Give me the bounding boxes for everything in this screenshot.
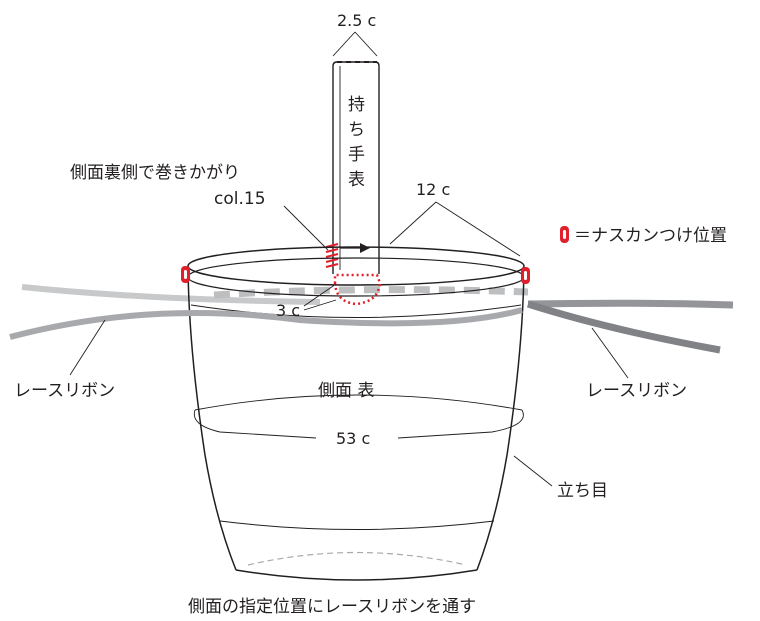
whipstitch-label-2: col.15 xyxy=(214,189,266,209)
handle-text-2: ち xyxy=(348,120,365,140)
ribbon-right-front xyxy=(527,299,734,309)
handle-text-1: 持 xyxy=(348,95,365,115)
ribbon-left-leader xyxy=(69,319,106,376)
handle xyxy=(332,61,380,274)
circumference-front xyxy=(193,409,317,439)
arrow-head xyxy=(360,243,370,253)
handle-overlap-label: 3 c xyxy=(276,301,300,320)
whipstitch-label-1: 側面裏側で巻きかがり xyxy=(70,162,240,183)
ribbon-right-leader xyxy=(591,327,629,379)
handle-width-label: 2.5 c xyxy=(337,11,376,30)
handle-width-leader xyxy=(354,31,378,57)
handle-overlap-leader xyxy=(303,283,337,307)
ribbon-left-label: レースリボン xyxy=(14,381,115,401)
rim-spacing-leader xyxy=(435,201,521,257)
ribbon-right-label: レースリボン xyxy=(586,381,687,401)
whipstitch-leader xyxy=(283,205,329,251)
row-line-1 xyxy=(190,304,522,318)
circumference-back xyxy=(194,394,523,411)
ribbon-dashed-inside xyxy=(213,286,529,299)
ribbon-right-front-2 xyxy=(526,300,721,354)
circumference-front xyxy=(397,409,524,439)
standing-row-label: 立ち目 xyxy=(557,481,608,501)
handle-width-leader xyxy=(332,31,356,57)
snap-hook-marker-left-inner xyxy=(184,270,187,279)
handle-text-4: 表 xyxy=(348,170,365,190)
rim-spacing-label: 12 c xyxy=(416,180,450,199)
ribbon-left-back xyxy=(21,284,321,305)
handle-overlap-dots xyxy=(333,273,382,306)
standing-row-leader xyxy=(513,455,553,487)
handle-text-3: 手 xyxy=(348,145,365,165)
rim-spacing-leader xyxy=(389,201,437,245)
ribbon-left-front xyxy=(9,307,523,340)
side-face-label: 側面 表 xyxy=(318,381,374,401)
handle-overlap-leader xyxy=(303,299,337,311)
circumference-label: 53 c xyxy=(336,429,370,448)
row-line-2 xyxy=(219,520,495,530)
legend-label: ＝ナスカンつけ位置 xyxy=(574,226,727,246)
basket-body xyxy=(187,246,525,581)
caption: 側面の指定位置にレースリボンを通す xyxy=(188,597,476,617)
legend-marker-icon-inner xyxy=(563,230,566,239)
snap-hook-marker-right-inner xyxy=(524,271,527,280)
bottom-back-edge xyxy=(247,551,467,566)
